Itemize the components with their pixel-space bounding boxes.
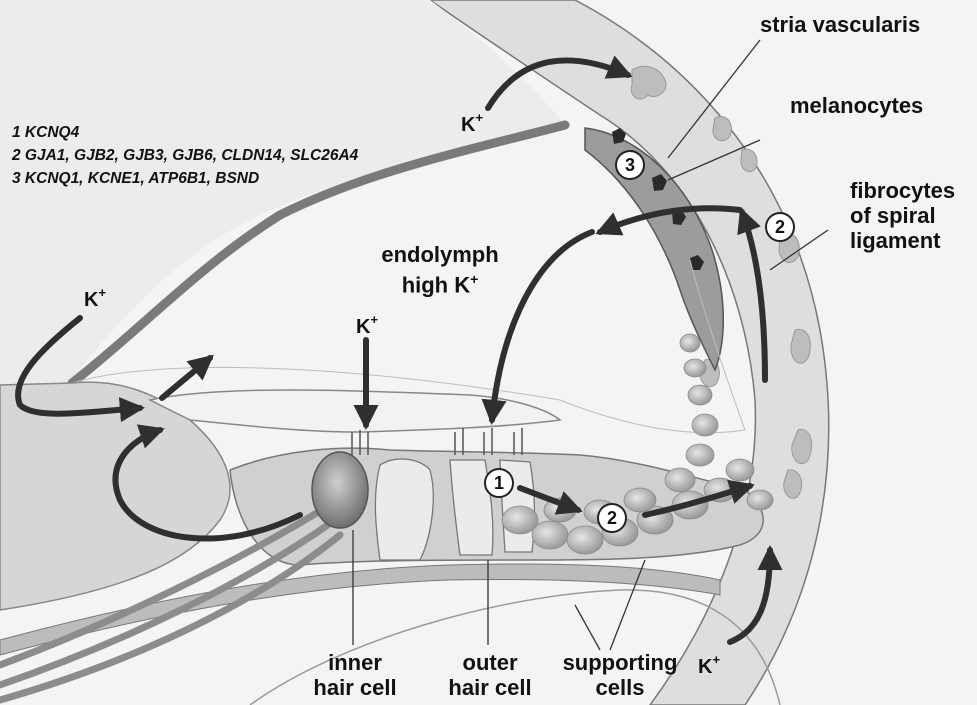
label-fibrocytes-line-1: fibrocytes — [850, 178, 955, 203]
label-endolymph: endolymph high K+ — [375, 242, 505, 297]
k-ion-ihc-symbol: K — [356, 316, 370, 338]
k-ion-ihc: K+ — [356, 312, 378, 339]
k-ion-top-charge: + — [475, 110, 483, 125]
badge-1-outer-hair-cell: 1 — [484, 468, 514, 498]
gene-line-3: 3 KCNQ1, KCNE1, ATP6B1, BSND — [12, 167, 358, 190]
gene-line-1: 1 KCNQ4 — [12, 121, 358, 144]
arrow-limbus-up — [162, 358, 210, 398]
gene-list: 1 KCNQ4 2 GJA1, GJB2, GJB3, GJB6, CLDN14… — [12, 121, 358, 190]
k-ion-top: K+ — [461, 110, 483, 137]
label-fibrocytes-line-2: of spiral — [850, 203, 955, 228]
badge-3-stria: 3 — [615, 150, 645, 180]
tectorial-membrane — [150, 390, 560, 432]
label-inner-line-2: hair cell — [300, 675, 410, 700]
label-supporting-line-1: supporting — [550, 650, 690, 675]
label-outer-hair-cell: outer hair cell — [435, 650, 545, 700]
inner-hair-cell-body — [312, 452, 368, 528]
label-inner-hair-cell: inner hair cell — [300, 650, 410, 700]
k-ion-left-symbol: K — [84, 289, 98, 311]
gene-line-2: 2 GJA1, GJB2, GJB3, GJB6, CLDN14, SLC26A… — [12, 144, 358, 167]
label-melanocytes: melanocytes — [790, 93, 923, 118]
label-endolymph-line-2: high K+ — [375, 267, 505, 297]
k-ion-bottom: K+ — [698, 652, 720, 679]
k-ion-left-charge: + — [98, 285, 106, 300]
label-endolymph-highk: high K — [402, 272, 470, 297]
badge-2-supporting-cells: 2 — [597, 503, 627, 533]
k-ion-ihc-charge: + — [370, 312, 378, 327]
label-outer-line-1: outer — [435, 650, 545, 675]
label-endolymph-line-1: endolymph — [375, 242, 505, 267]
label-endolymph-sup: + — [470, 271, 478, 287]
label-stria-vascularis: stria vascularis — [760, 12, 920, 37]
scala-vestibuli-wall — [0, 0, 565, 385]
label-fibrocytes-line-3: ligament — [850, 228, 955, 253]
label-fibrocytes: fibrocytes of spiral ligament — [850, 178, 955, 253]
k-ion-top-symbol: K — [461, 114, 475, 136]
label-outer-line-2: hair cell — [435, 675, 545, 700]
badge-2-ligament: 2 — [765, 212, 795, 242]
label-supporting-cells: supporting cells — [550, 650, 690, 700]
k-ion-left: K+ — [84, 285, 106, 312]
label-supporting-line-2: cells — [550, 675, 690, 700]
label-inner-line-1: inner — [300, 650, 410, 675]
k-ion-bottom-symbol: K — [698, 656, 712, 678]
k-ion-bottom-charge: + — [712, 652, 720, 667]
